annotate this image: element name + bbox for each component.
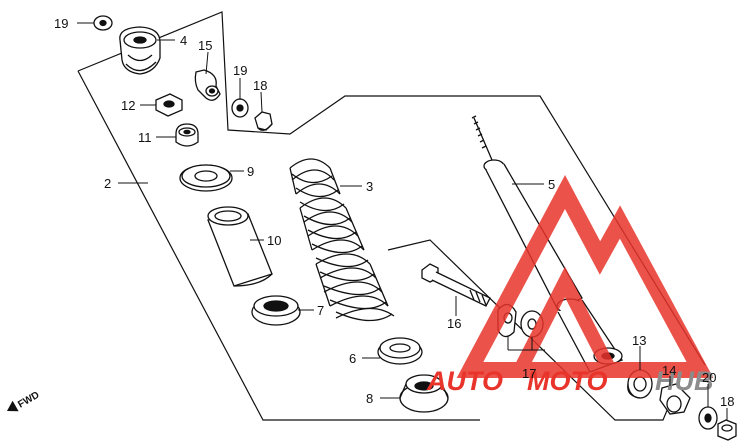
- fwd-label: FWD: [16, 390, 41, 411]
- part-4-upper-bush: [119, 26, 161, 75]
- callout-19b: 19: [233, 63, 247, 78]
- callout-14: 14: [662, 363, 676, 378]
- callout-6: 6: [349, 351, 356, 366]
- callout-10: 10: [267, 233, 281, 248]
- part-19-washer: [93, 15, 113, 31]
- callout-13: 13: [632, 333, 646, 348]
- svg-text:HUB: HUB: [655, 366, 714, 396]
- callout-20: 20: [702, 370, 716, 385]
- callout-15: 15: [198, 38, 212, 53]
- part-11-rubber: [175, 123, 199, 147]
- assembly-outline: [77, 11, 706, 421]
- callout-19: 19: [54, 16, 68, 31]
- part-7-bump: [251, 295, 301, 326]
- callout-3: 3: [366, 179, 373, 194]
- part-15-collar: [194, 69, 221, 101]
- part-14-collar: [659, 383, 691, 415]
- part-19-washer-right: [231, 98, 249, 118]
- fwd-indicator: FWD: [6, 390, 41, 412]
- part-6-seat: [377, 337, 423, 365]
- callout-labels: 19 4 15 19 18 12 11 9 2 3 5 10 7 16 6 8 …: [54, 16, 734, 409]
- part-9-seat: [179, 164, 233, 192]
- part-12-nut: [155, 93, 183, 117]
- watermark-logo: [456, 174, 714, 378]
- part-8-lower-seat: [399, 374, 449, 413]
- callout-17: 17: [522, 366, 536, 381]
- callout-9: 9: [247, 164, 254, 179]
- part-18-cap-nut: [254, 111, 273, 131]
- callout-16: 16: [447, 316, 461, 331]
- callout-7: 7: [317, 303, 324, 318]
- svg-text:MOTO: MOTO: [527, 366, 608, 396]
- part-18-cap-nut-bottom: [717, 419, 737, 441]
- part-3-spring: [289, 158, 395, 322]
- svg-text:AUTO: AUTO: [426, 366, 503, 396]
- callout-11: 11: [138, 130, 152, 145]
- part-10-tube: [207, 206, 273, 287]
- leader-lines: [77, 22, 728, 420]
- callout-5: 5: [548, 177, 555, 192]
- callout-12: 12: [121, 98, 135, 113]
- callout-2: 2: [104, 176, 111, 191]
- watermark-text: AUTO MOTO HUB: [426, 366, 714, 396]
- callout-8: 8: [366, 391, 373, 406]
- fwd-arrow-icon: [6, 400, 19, 412]
- callout-18: 18: [253, 78, 267, 93]
- callout-18b: 18: [720, 394, 734, 409]
- part-16-bolt: [421, 263, 491, 307]
- part-20-washer: [698, 406, 718, 430]
- callout-4: 4: [180, 33, 187, 48]
